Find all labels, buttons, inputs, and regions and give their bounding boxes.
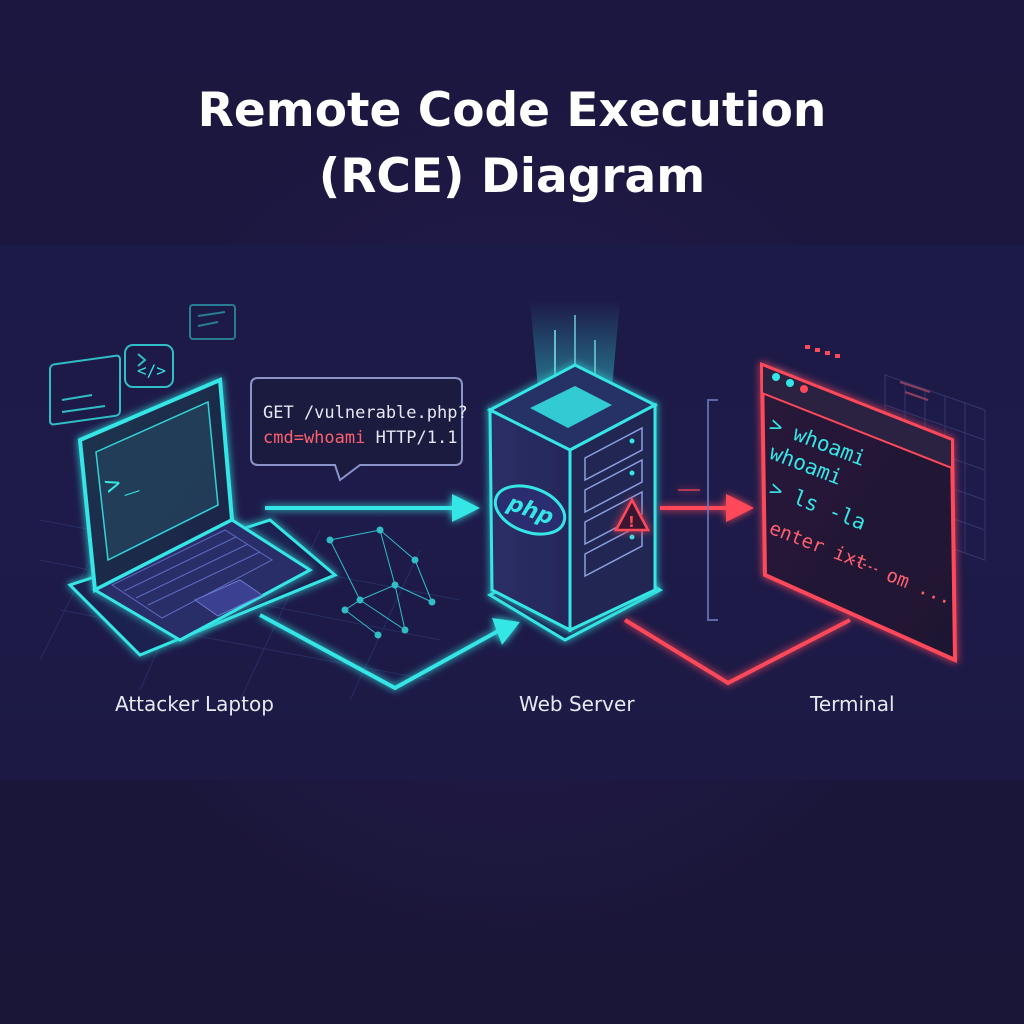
return-path-red xyxy=(623,618,851,686)
request-line-2: cmd=whoami HTTP/1.1 xyxy=(263,428,457,448)
network-mesh xyxy=(326,526,436,639)
bracket-line xyxy=(707,399,718,621)
terminal-window xyxy=(759,362,958,664)
laptop-icon xyxy=(77,377,313,642)
terminal-dots-deco xyxy=(805,345,840,358)
request-bubble xyxy=(250,377,463,482)
code-panels xyxy=(49,304,236,426)
page-title: Remote Code Execution (RCE) Diagram xyxy=(0,78,1024,210)
code-icon-label: </> xyxy=(137,361,166,380)
request-arrow xyxy=(265,494,480,522)
request-line-1: GET /vulnerable.php? xyxy=(263,403,468,423)
caption-terminal: Terminal xyxy=(810,692,895,716)
title-line-1: Remote Code Execution xyxy=(197,83,827,138)
warning-mark: ! xyxy=(628,513,635,531)
warning-icon xyxy=(613,497,651,532)
title-line-2: (RCE) Diagram xyxy=(318,149,706,204)
caption-web-server: Web Server xyxy=(519,692,635,716)
web-server-icon xyxy=(486,363,659,633)
return-path-cyan xyxy=(259,613,520,691)
request-proto: HTTP/1.1 xyxy=(365,428,457,448)
execution-arrow xyxy=(660,489,754,522)
request-cmd: cmd=whoami xyxy=(263,428,365,448)
caption-attacker-laptop: Attacker Laptop xyxy=(115,692,274,716)
